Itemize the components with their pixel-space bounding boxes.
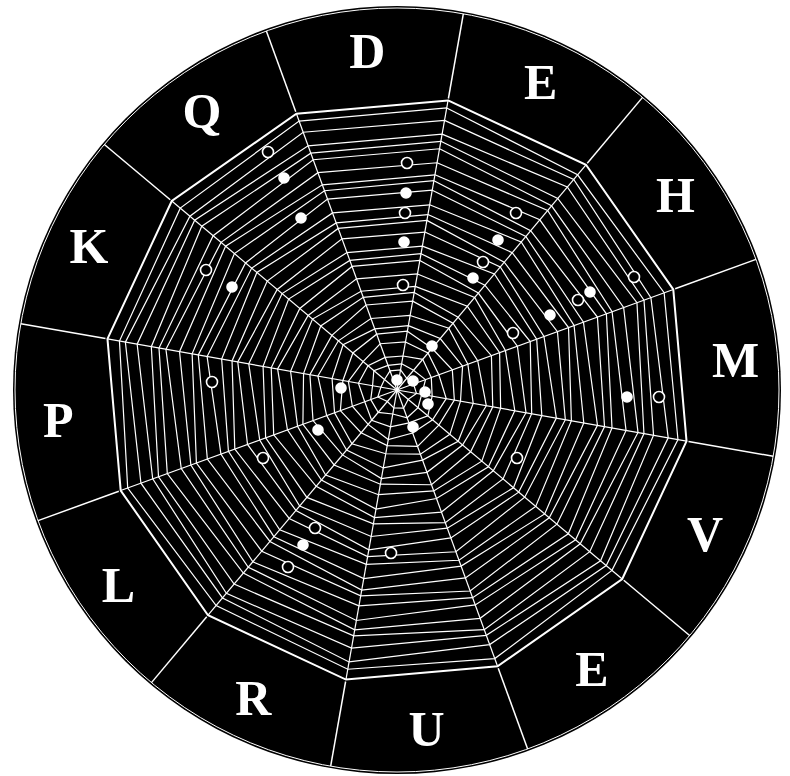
star-dot — [313, 425, 323, 435]
divider-line — [689, 441, 774, 456]
star-dot — [512, 453, 523, 464]
star-dot — [420, 387, 430, 397]
web-spoke — [296, 114, 397, 390]
star-dot — [401, 188, 411, 198]
cipher-letter: U — [409, 704, 445, 754]
web-spoke — [397, 289, 673, 390]
divider-line — [151, 617, 206, 683]
outer-rim — [15, 8, 779, 772]
star-dot — [408, 376, 418, 386]
star-dot — [227, 282, 237, 292]
star-dot — [508, 328, 519, 339]
divider-line — [21, 324, 106, 339]
divider-line — [331, 682, 346, 767]
web-spoke — [107, 339, 397, 390]
star-dot — [279, 173, 289, 183]
star-dot — [386, 548, 397, 559]
star-dot — [400, 208, 411, 219]
divider-line — [104, 144, 170, 199]
web-spoke — [397, 390, 498, 666]
web-ring — [125, 120, 668, 662]
web-spoke — [346, 390, 397, 680]
divider-line — [498, 668, 527, 749]
cipher-letter: V — [687, 509, 723, 559]
star-dot — [478, 257, 489, 268]
star-dot — [427, 341, 437, 351]
star-dot — [201, 265, 212, 276]
star-dots — [201, 147, 665, 573]
star-dot — [629, 272, 640, 283]
cipher-letter: Q — [183, 86, 222, 136]
divider-line — [266, 31, 295, 112]
star-dot — [585, 287, 595, 297]
star-dot — [283, 562, 294, 573]
cipher-letter: P — [43, 395, 74, 445]
cipher-letter: M — [712, 335, 759, 385]
star-dot — [402, 158, 413, 169]
star-dot — [399, 237, 409, 247]
star-dot — [423, 399, 433, 409]
web-spoke — [397, 390, 687, 441]
star-dot — [207, 377, 218, 388]
web-ring — [119, 108, 678, 669]
star-dot — [310, 523, 321, 534]
star-dot — [298, 540, 308, 550]
star-dot — [296, 213, 306, 223]
star-dot — [468, 273, 478, 283]
web-ring — [166, 163, 626, 621]
divider-line — [624, 580, 690, 635]
star-dot — [408, 422, 418, 432]
star-dot — [511, 208, 522, 219]
star-dot — [493, 235, 503, 245]
star-dot — [622, 392, 632, 402]
star-dot — [392, 375, 402, 385]
cipher-letter: D — [349, 26, 385, 76]
star-dot — [654, 392, 665, 403]
divider-line — [675, 259, 756, 288]
cipher-letter: K — [69, 221, 108, 271]
divider-line — [38, 491, 119, 520]
cipher-letter: L — [102, 560, 135, 610]
black-disc — [13, 6, 781, 774]
web-spoke — [397, 100, 448, 390]
star-dot — [545, 310, 555, 320]
cipher-letter: R — [235, 673, 271, 723]
star-dot — [263, 147, 274, 158]
divider-line — [448, 14, 463, 99]
ring-dividers — [21, 14, 773, 766]
web-ring — [151, 141, 644, 635]
web-ring — [107, 100, 686, 679]
star-dot — [398, 280, 409, 291]
web-spoke — [121, 390, 397, 491]
divider-line — [587, 97, 642, 163]
star-dot — [336, 383, 346, 393]
star-dot — [258, 453, 269, 464]
star-dot — [573, 295, 584, 306]
cipher-letter: E — [524, 57, 557, 107]
spider-web — [107, 100, 686, 679]
cipher-letter: H — [656, 170, 695, 220]
cipher-letter: E — [575, 644, 608, 694]
